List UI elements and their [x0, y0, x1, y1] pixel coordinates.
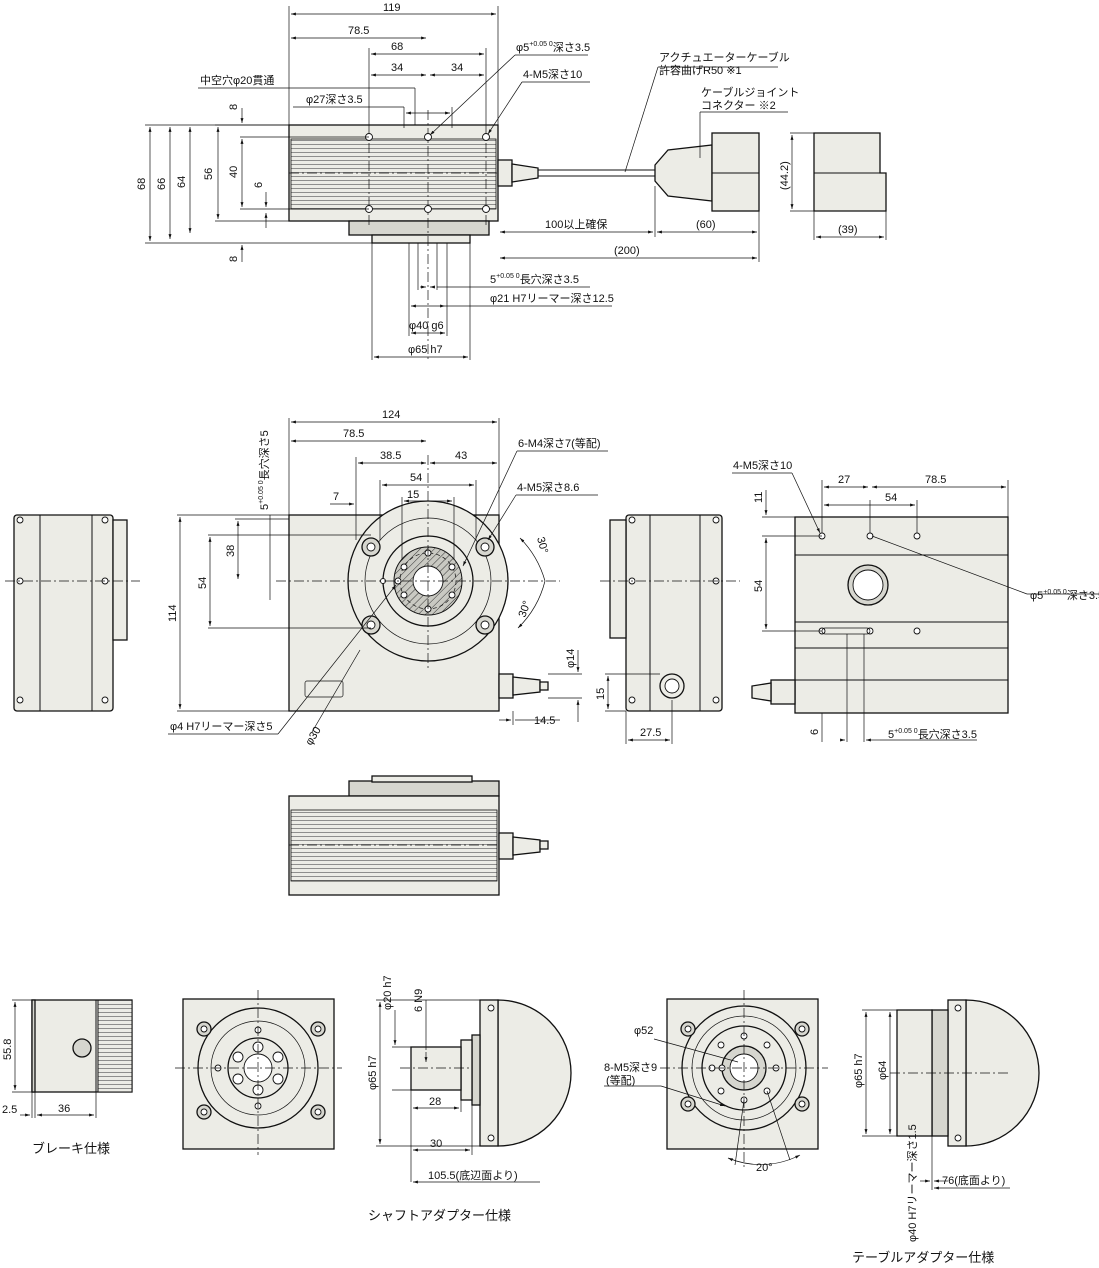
dim-h8-top: 8 — [228, 104, 240, 110]
dim-119: 119 — [383, 2, 401, 14]
dim-385: 38.5 — [380, 450, 401, 462]
fin-area-top — [290, 138, 497, 210]
dim-phi14: φ14 — [565, 649, 577, 668]
m5-holes-front — [361, 537, 495, 635]
dim-6n9: 6 N9 — [413, 989, 425, 1012]
note-6-m4: 6-M4深さ7(等配) — [518, 436, 601, 450]
brake-caption: ブレーキ仕様 — [32, 1141, 110, 1157]
cable-label-line2: 許容曲げR50 ※1 — [659, 63, 742, 77]
dim-cable-100: 100以上確保 — [545, 217, 607, 231]
dim-785-side: 78.5 — [925, 474, 946, 486]
dim-785: 78.5 — [348, 25, 369, 37]
dim-68: 68 — [391, 41, 403, 53]
dim-conn-w: (39) — [838, 224, 858, 236]
output-flange-top — [348, 220, 490, 236]
note-phi5-side: φ5+0.05 0深さ3.5 — [1030, 589, 1099, 602]
table-adapter-caption: テーブルアダプター仕様 — [852, 1250, 994, 1266]
note-slot-side: 5+0.05 0長穴深さ3.5 — [888, 727, 977, 741]
dim-34-left: 34 — [391, 62, 403, 74]
shaft-adapter-caption: シャフトアダプター仕様 — [368, 1209, 511, 1224]
dim-1055: 105.5(底辺面より) — [428, 1168, 518, 1182]
dim-phi52: φ52 — [634, 1025, 653, 1037]
dim-phi40: φ40 g6 — [409, 320, 444, 332]
note-reamer-40: φ40 H7リーマー深さ1.5 — [906, 1124, 919, 1242]
dim-275: 27.5 — [640, 727, 661, 739]
dim-h66: 66 — [156, 178, 168, 190]
dim-phi65-table: φ65 h7 — [853, 1053, 865, 1088]
dim-h6: 6 — [253, 182, 265, 188]
note-counterbore: φ27深さ3.5 — [306, 93, 363, 106]
note-slot-vert: 5+0.05 0長穴深さ5 — [257, 430, 271, 510]
note-8-m5-line2: (等配) — [606, 1073, 635, 1087]
dim-h68: 68 — [136, 178, 148, 190]
dim-28: 28 — [429, 1096, 441, 1108]
dim-114: 114 — [167, 604, 179, 622]
front-view: 124 78.5 38.5 43 54 15 7 5+0.05 0長穴深さ5 6… — [5, 409, 740, 748]
cable-label-line1: アクチュエーターケーブル — [659, 50, 790, 64]
dim-36: 36 — [58, 1103, 70, 1115]
side-view: 27 78.5 54 4-M5深さ10 11 54 φ5+0.05 0深さ3.5… — [732, 459, 1099, 742]
note-reamer-21: φ21 H7リーマー深さ12.5 — [490, 292, 614, 305]
dim-34-right: 34 — [451, 62, 463, 74]
dim-phi65: φ65 h7 — [408, 344, 443, 356]
dim-h11: 11 — [753, 492, 765, 503]
dim-76: 76(底面より) — [942, 1173, 1005, 1187]
note-4-m5-front: 4-M5深さ8.6 — [517, 481, 579, 494]
dim-43: 43 — [455, 450, 467, 462]
brake-spec-view: 55.8 2.5 36 ブレーキ仕様 — [2, 999, 133, 1157]
dim-phi30: φ30 — [303, 725, 323, 748]
shaft-adapter-view: φ65 h7 φ20 h7 6 N9 28 30 105.5(底辺面より) シャ… — [175, 975, 572, 1224]
note-reamer-4: φ4 H7リーマー深さ5 — [170, 720, 273, 733]
note-4-m5-side: 4-M5深さ10 — [733, 459, 792, 472]
dim-connector-60: (60) — [696, 219, 716, 231]
top-view: 119 78.5 68 34 34 φ5+0.05 0深さ3.5 4-M5深さ1… — [136, 2, 887, 360]
dim-h54-front: 54 — [197, 577, 209, 589]
dim-h56: 56 — [203, 168, 215, 180]
table-adapter-view: φ52 8-M5深さ9 (等配) 20° φ65 h7 φ64 φ40 H7リー… — [604, 990, 1040, 1266]
note-8-m5-line1: 8-M5深さ9 — [604, 1061, 657, 1074]
dim-30: 30 — [430, 1138, 442, 1150]
joint-label-line2: コネクター ※2 — [701, 99, 776, 112]
angle-20: 20° — [756, 1162, 773, 1174]
dim-front-785: 78.5 — [343, 428, 364, 440]
note-phi5: φ5+0.05 0深さ3.5 — [516, 41, 590, 54]
dim-h6-side: 6 — [809, 729, 821, 735]
dim-h15: 15 — [595, 688, 607, 700]
dim-h54-side: 54 — [753, 580, 765, 592]
dim-phi64: φ64 — [877, 1061, 889, 1080]
dim-h40: 40 — [228, 166, 240, 178]
dim-25: 2.5 — [2, 1104, 17, 1116]
dim-h38: 38 — [225, 545, 237, 557]
dim-145: 14.5 — [534, 715, 555, 727]
dim-15: 15 — [407, 489, 419, 501]
dim-27-side: 27 — [838, 474, 850, 486]
dim-h64: 64 — [176, 176, 188, 188]
note-through-hole: 中空穴φ20貫通 — [200, 73, 274, 87]
dim-h8-bottom: 8 — [228, 256, 240, 262]
note-slot: 5+0.05 0長穴深さ3.5 — [490, 272, 579, 286]
dim-total-200: (200) — [614, 245, 640, 257]
actuator-body-side — [794, 516, 1009, 714]
bottom-view — [288, 775, 549, 896]
dim-124: 124 — [382, 409, 400, 421]
dim-54-side: 54 — [885, 492, 897, 504]
dim-conn-h: (44.2) — [779, 161, 791, 190]
angle-30-bottom: 30° — [517, 599, 534, 619]
dim-front-54: 54 — [410, 472, 422, 484]
dim-phi20: φ20 h7 — [382, 975, 394, 1010]
dim-phi65-shaft: φ65 h7 — [367, 1055, 379, 1090]
note-4-m5: 4-M5深さ10 — [523, 68, 582, 81]
angle-30-top: 30° — [534, 536, 550, 555]
joint-label-line1: ケーブルジョイント — [701, 85, 799, 99]
dim-558: 55.8 — [2, 1039, 14, 1060]
dim-7: 7 — [333, 491, 339, 503]
